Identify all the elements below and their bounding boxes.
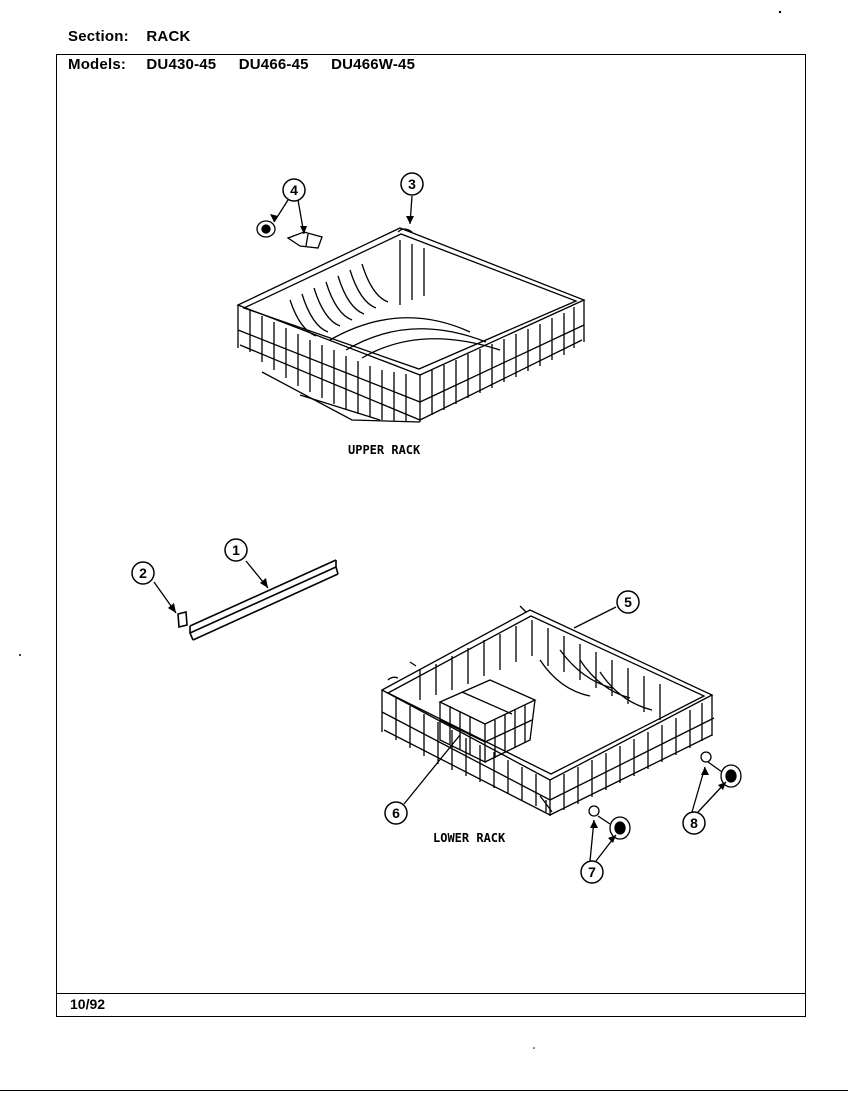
- callout-6-label: 6: [392, 805, 400, 821]
- callout-7: 7: [580, 860, 604, 884]
- callout-4: 4: [282, 178, 306, 202]
- callout-5-label: 5: [624, 594, 632, 610]
- callout-7-label: 7: [588, 864, 596, 880]
- models-label: Models:: [68, 56, 127, 73]
- callout-8-label: 8: [690, 815, 698, 831]
- lower-rack-drawing: [380, 605, 715, 816]
- callout-3: 3: [400, 172, 424, 196]
- model-3: DU466W-45: [331, 56, 416, 73]
- callout-1-label: 1: [232, 542, 240, 558]
- callout-4-label: 4: [290, 182, 298, 198]
- part-8-wheel: [700, 751, 742, 788]
- scan-specks: [19, 10, 782, 1049]
- section-header: Section: RACK: [68, 28, 209, 45]
- lower-rack-label: LOWER RACK: [433, 831, 506, 845]
- leader-lines: [153, 195, 727, 862]
- model-2: DU466-45: [238, 56, 309, 73]
- upper-rack-label: UPPER RACK: [348, 443, 421, 457]
- section-value: RACK: [146, 28, 191, 45]
- callout-5: 5: [616, 590, 640, 614]
- models-header: Models: DU430-45 DU466-45 DU466W-45: [68, 56, 433, 73]
- leader-arrowheads: [168, 214, 726, 843]
- callout-6: 6: [384, 801, 408, 825]
- section-label: Section:: [68, 28, 129, 45]
- revision-date: 10/92: [70, 996, 106, 1012]
- model-1: DU430-45: [146, 56, 217, 73]
- callout-1: 1: [224, 538, 248, 562]
- diagram-frame: [56, 54, 806, 1017]
- callout-2: 2: [131, 561, 155, 585]
- callout-3-label: 3: [408, 176, 416, 192]
- footer-divider: [56, 993, 806, 994]
- callout-2-label: 2: [139, 565, 147, 581]
- page-bottom-rule: [0, 1090, 848, 1091]
- upper-rack-drawing: [236, 227, 586, 423]
- part-4-clips: [256, 220, 323, 249]
- callout-8: 8: [682, 811, 706, 835]
- part-7-wheel: [588, 805, 631, 840]
- slide-rail-drawing: [177, 559, 339, 641]
